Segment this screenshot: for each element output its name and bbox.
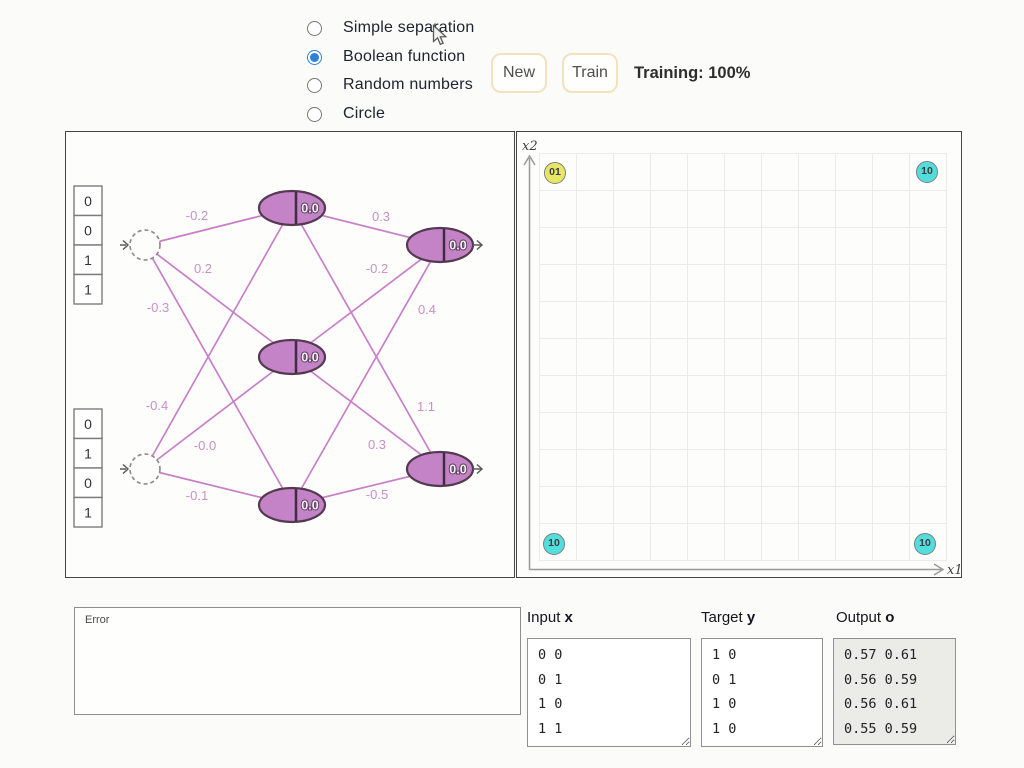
data-point-top-right: 10 xyxy=(916,161,938,183)
y-axis-arrow-icon xyxy=(523,154,536,570)
weight-labels: -0.2 0.2 -0.3 -0.4 -0.0 -0.1 0.3 -0.2 0.… xyxy=(146,208,436,503)
radio-random-numbers-input[interactable] xyxy=(307,77,322,93)
output-arrow-icon xyxy=(473,239,484,251)
weight-label: 1.1 xyxy=(417,399,435,414)
target-table-label: Target y xyxy=(701,609,755,626)
output-neuron-2: 0.0 xyxy=(405,450,484,488)
input-cell: 1 xyxy=(84,252,92,268)
input-label-var: x xyxy=(564,609,573,626)
input-cell: 0 xyxy=(84,193,92,209)
plot-axes: x2 x1 xyxy=(522,139,960,576)
input-cell: 1 xyxy=(84,446,92,462)
input-node-2 xyxy=(120,453,161,485)
x-axis-arrow-icon xyxy=(529,563,945,576)
new-button[interactable]: New xyxy=(491,53,547,93)
output-table-label: Output o xyxy=(836,609,894,626)
target-values-textarea[interactable]: 1 0 0 1 1 0 1 0 xyxy=(701,638,823,747)
hidden-neuron-2: 0.0 xyxy=(257,338,327,376)
output-values-textarea[interactable]: 0.57 0.61 0.56 0.59 0.56 0.61 0.55 0.59 xyxy=(833,638,956,745)
radio-label: Boolean function xyxy=(343,48,466,65)
radio-circle-input[interactable] xyxy=(307,106,322,122)
hidden-neuron-1: 0.0 xyxy=(257,189,327,227)
radio-simple-separation-input[interactable] xyxy=(307,20,322,36)
radio-random-numbers[interactable]: Random numbers xyxy=(307,76,473,94)
weight-label: -0.2 xyxy=(366,261,388,276)
network-diagram-panel: -0.2 0.2 -0.3 -0.4 -0.0 -0.1 0.3 -0.2 0.… xyxy=(65,131,515,578)
weight-label: -0.5 xyxy=(366,487,388,502)
weight-label: 0.3 xyxy=(372,209,390,224)
weight-label: 0.2 xyxy=(194,261,212,276)
weight-label: 0.4 xyxy=(418,302,436,317)
output-label-text: Output xyxy=(836,609,886,626)
input-cell: 0 xyxy=(84,223,92,239)
input-arrow-icon xyxy=(120,463,130,475)
target-label-text: Target xyxy=(701,609,747,626)
weight-label: -0.3 xyxy=(147,300,169,315)
input-arrow-icon xyxy=(120,239,130,251)
train-button[interactable]: Train xyxy=(562,53,618,93)
input-cell: 1 xyxy=(84,282,92,298)
radio-label: Simple separation xyxy=(343,19,475,36)
error-chart-panel: Error xyxy=(74,607,521,715)
input-values-bottom: 0 1 0 1 xyxy=(73,408,103,528)
output-arrow-icon xyxy=(473,463,484,475)
output-neuron-1: 0.0 xyxy=(405,226,484,264)
data-point-top-left: 01 xyxy=(544,162,566,184)
radio-label: Random numbers xyxy=(343,76,473,93)
input-cell: 0 xyxy=(84,475,92,491)
input-values-textarea[interactable]: 0 0 0 1 1 0 1 1 xyxy=(527,638,691,747)
input-node-1 xyxy=(120,229,161,261)
input-cell: 0 xyxy=(84,416,92,432)
weight-label: -0.0 xyxy=(194,438,216,453)
radio-label: Circle xyxy=(343,105,386,122)
weight-label: -0.1 xyxy=(186,488,208,503)
weight-label: -0.4 xyxy=(146,398,168,413)
data-point-bottom-right: 10 xyxy=(914,533,936,555)
radio-boolean-function-input[interactable] xyxy=(307,49,322,65)
neuron-value: 0.0 xyxy=(301,351,318,365)
data-point-bottom-left: 10 xyxy=(543,533,565,555)
hidden-neuron-3: 0.0 xyxy=(257,486,327,524)
input-values-top: 0 0 1 1 xyxy=(73,185,103,305)
plot-grid xyxy=(539,153,947,561)
input-table-label: Input x xyxy=(527,609,573,626)
neuron-value: 0.0 xyxy=(301,499,318,513)
scatter-plot-panel: x2 x1 01 10 10 10 xyxy=(516,131,962,578)
training-progress-text: Training: 100% xyxy=(634,64,751,82)
y-axis-label: x2 xyxy=(522,139,538,154)
radio-boolean-function[interactable]: Boolean function xyxy=(307,48,465,66)
error-chart-title: Error xyxy=(85,614,110,626)
neuron-value: 0.0 xyxy=(449,463,466,477)
neuron-value: 0.0 xyxy=(301,202,318,216)
x-axis-label: x1 xyxy=(947,563,960,576)
input-label-text: Input xyxy=(527,609,565,626)
radio-circle[interactable]: Circle xyxy=(307,105,385,123)
output-label-var: o xyxy=(885,609,895,626)
weight-label: -0.2 xyxy=(186,208,208,223)
weight-label: 0.3 xyxy=(368,437,386,452)
input-cell: 1 xyxy=(84,505,92,521)
neuron-value: 0.0 xyxy=(449,239,466,253)
network-diagram: -0.2 0.2 -0.3 -0.4 -0.0 -0.1 0.3 -0.2 0.… xyxy=(73,185,484,528)
radio-simple-separation[interactable]: Simple separation xyxy=(307,19,474,37)
target-label-var: y xyxy=(746,609,756,626)
